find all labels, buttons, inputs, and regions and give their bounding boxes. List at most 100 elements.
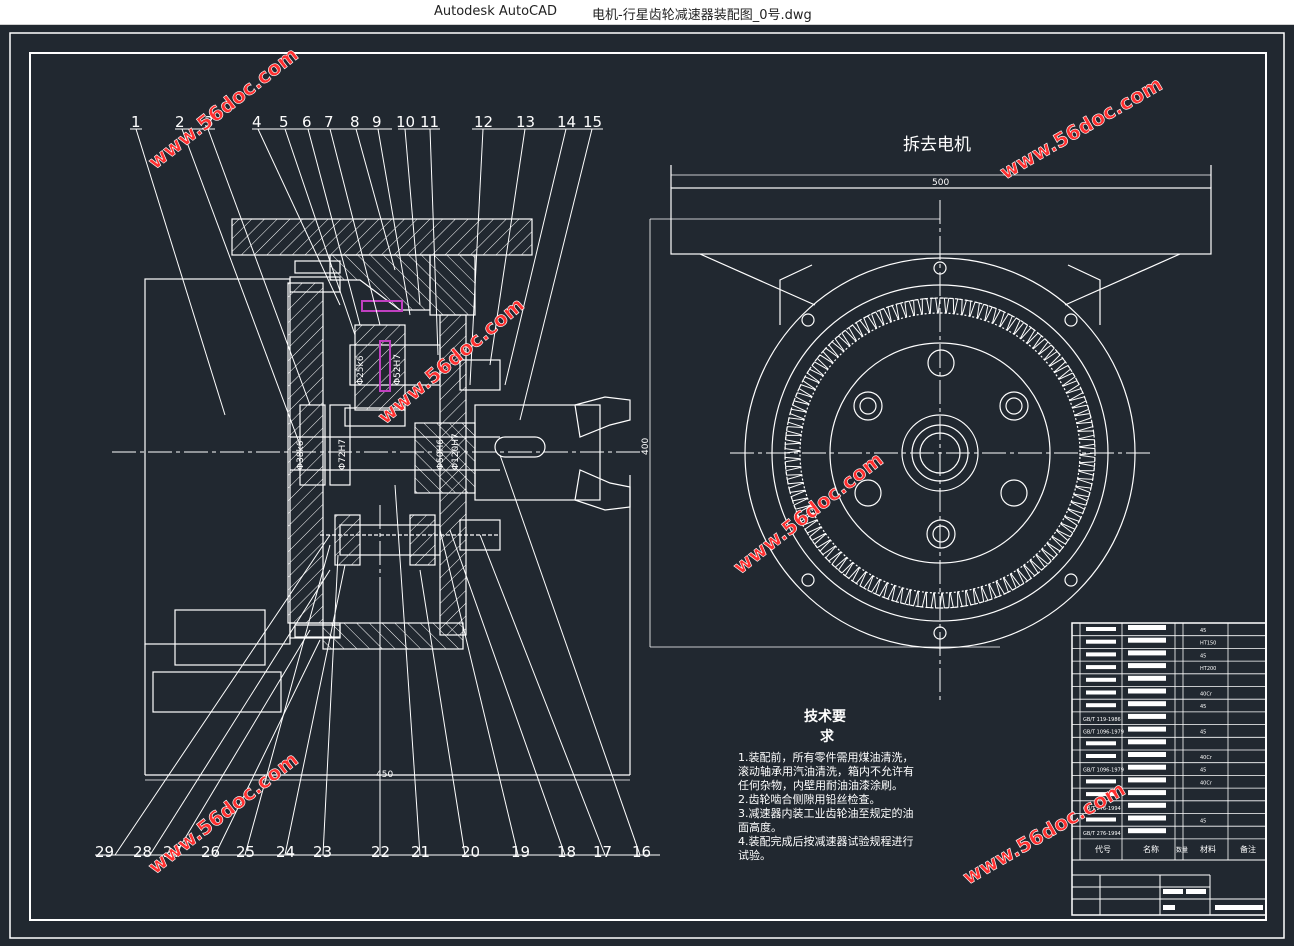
tech-req-line: 试验。	[738, 848, 771, 862]
bom-code-block	[1086, 817, 1116, 822]
bill-of-materials	[1071, 622, 1267, 916]
watermark-text: www.56doc.com	[143, 42, 302, 174]
bom-name-block	[1128, 726, 1166, 732]
bom-name-block	[1128, 777, 1166, 783]
watermark-text: www.56doc.com	[728, 447, 887, 579]
part-number: 11	[420, 113, 439, 131]
bom-code: GB/T 119-1986	[1083, 717, 1121, 723]
part-number: 26	[201, 843, 220, 861]
bom-code-block	[1086, 665, 1116, 670]
ring-gear-teeth	[784, 297, 1096, 609]
dim-d50h6: Φ50H6	[436, 439, 446, 470]
part-number: 4	[252, 113, 262, 131]
watermark-text: www.56doc.com	[996, 72, 1167, 185]
tech-req-line: 3.减速器内装工业齿轮油至规定的油	[738, 806, 914, 820]
part-number: 16	[632, 843, 651, 861]
end-view	[649, 165, 1212, 649]
view-title: 拆去电机	[903, 135, 971, 155]
part-numbers-top: 1 2 3 4 5 6 7 8 9 10 11 12 13 14 15	[131, 113, 602, 131]
bom-material: 45	[1200, 730, 1206, 736]
part-number: 27	[163, 843, 182, 861]
bom-header-qty: 数量	[1176, 846, 1188, 854]
window-titlebar: Autodesk AutoCAD 电机-行星齿轮减速器装配图_0号.dwg	[0, 0, 1294, 25]
bom-code: GB/T 1096-1979	[1083, 768, 1124, 774]
tech-req-line: 滚动轴承用汽油清洗，箱内不允许有	[738, 764, 914, 778]
bom-name-block	[1128, 790, 1166, 796]
part-number: 20	[461, 843, 480, 861]
app-name: Autodesk AutoCAD	[434, 4, 558, 19]
part-number: 5	[279, 113, 289, 131]
dim-400: 400	[641, 438, 651, 455]
bom-material: 45	[1200, 768, 1206, 774]
bom-code: GB/T 1096-1979	[1083, 730, 1124, 736]
dim-450: 450	[376, 770, 393, 780]
bom-material: 40Cr	[1200, 755, 1213, 761]
part-number: 7	[324, 113, 334, 131]
part-number: 1	[131, 113, 141, 131]
bom-name-block	[1128, 764, 1166, 770]
bom-code: GB/T 276-1994	[1083, 831, 1121, 837]
bom-code-block	[1086, 639, 1116, 644]
tech-req-line: 4.装配完成后按减速器试验规程进行	[738, 834, 914, 848]
gear-detail-magenta-2	[379, 340, 391, 392]
part-number: 6	[302, 113, 312, 131]
part-number: 15	[583, 113, 602, 131]
bom-name-block	[1128, 815, 1166, 821]
bom-code-block	[1086, 703, 1116, 708]
bom-material: 45	[1200, 628, 1206, 634]
bom-name-block	[1128, 637, 1166, 643]
part-number: 8	[350, 113, 360, 131]
bom-code-block	[1086, 652, 1116, 657]
drawing-canvas[interactable]: Φ25k6 Φ52H7 Φ38k6 Φ72H7 Φ50H6 Φ120H7 1 2…	[0, 25, 1294, 946]
bom-name-block	[1128, 828, 1166, 834]
bom-material: 40Cr	[1200, 692, 1213, 698]
inner-frame	[29, 52, 1267, 921]
dim-d120h7: Φ120H7	[451, 433, 461, 470]
bom-material: 45	[1200, 819, 1206, 825]
part-number: 12	[474, 113, 493, 131]
bom-code-block	[1086, 627, 1116, 631]
bom-code-block	[1086, 754, 1116, 758]
bom-code-block	[1086, 792, 1116, 797]
bom-header-material: 材料	[1200, 844, 1216, 854]
bom-header-name: 名称	[1143, 844, 1159, 854]
tech-req-line: 2.齿轮啮合侧隙用铅丝检查。	[738, 792, 881, 806]
part-numbers-bottom: 29 28 27 26 25 24 23 22 21 20 19 18 17 1…	[95, 843, 651, 861]
document-title: 电机-行星齿轮减速器装配图_0号.dwg	[592, 8, 812, 23]
bom-material: HT150	[1200, 641, 1216, 647]
dim-500: 500	[932, 178, 949, 188]
bom-material: HT200	[1200, 666, 1216, 672]
part-number: 18	[557, 843, 576, 861]
dim-d25k6: Φ25k6	[356, 355, 366, 385]
bom-code: GB/T 276-1994	[1083, 806, 1121, 812]
tech-req-line: 面高度。	[738, 820, 782, 834]
bom-header-note: 备注	[1240, 844, 1256, 854]
part-number: 22	[371, 843, 390, 861]
bom-name-block	[1128, 752, 1166, 757]
dim-d52h7: Φ52H7	[393, 354, 403, 385]
part-number: 25	[236, 843, 255, 861]
part-number: 13	[516, 113, 535, 131]
leader-lines-top	[130, 128, 603, 446]
tech-req-line: 1.装配前，所有零件需用煤油清洗，	[738, 750, 914, 764]
bom-name-block	[1128, 625, 1166, 630]
part-number: 21	[411, 843, 430, 861]
dim-d38k6: Φ38k6	[296, 440, 306, 470]
tech-req-title-1: 技术要	[804, 708, 846, 725]
bom-name-block	[1128, 663, 1166, 669]
end-view-centerlines	[730, 200, 1150, 700]
bom-name-block	[1128, 701, 1166, 707]
part-number: 9	[372, 113, 382, 131]
bom-header-code: 代号	[1095, 844, 1111, 854]
bom-code-block	[1086, 779, 1116, 784]
part-number: 2	[175, 113, 185, 131]
part-number: 3	[204, 113, 214, 131]
section-view	[144, 218, 631, 776]
bom-name-block	[1128, 650, 1166, 656]
dim-d72h7: Φ72H7	[338, 439, 348, 470]
bom-material: 45	[1200, 653, 1206, 659]
gear-tooth-profile	[784, 297, 1096, 609]
bom-material: 40Cr	[1200, 780, 1213, 786]
bom-name-block	[1128, 713, 1166, 719]
